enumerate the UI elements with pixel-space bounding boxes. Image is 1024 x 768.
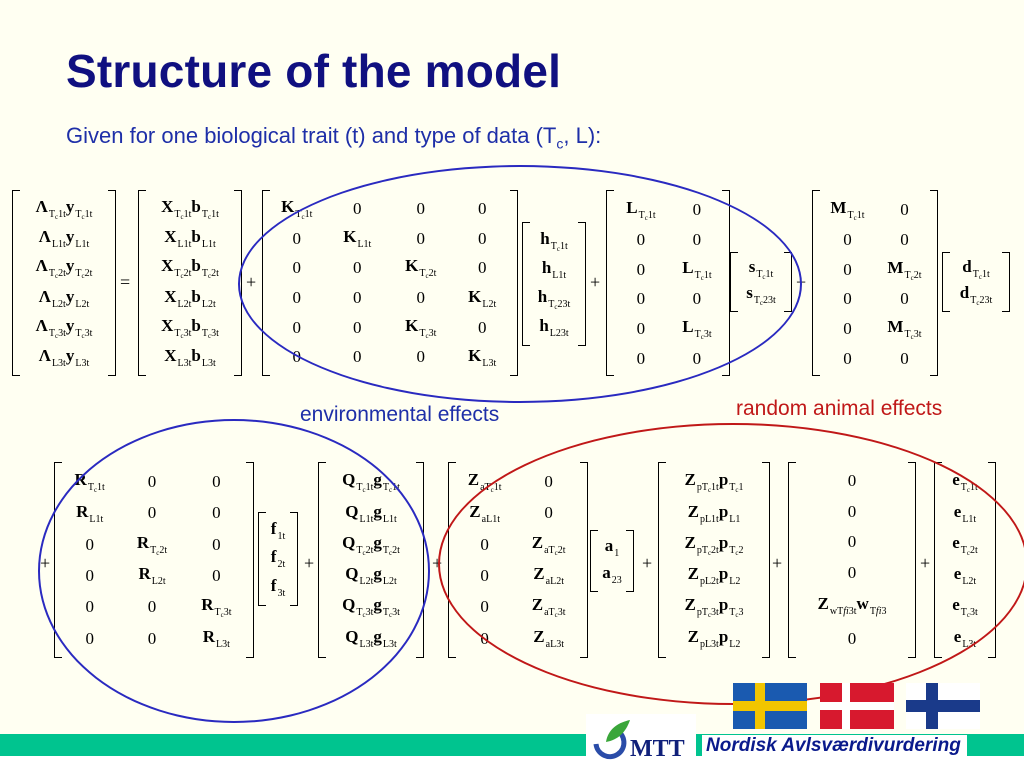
matrix-cell: ΛL1tyL1t <box>38 227 90 251</box>
matrix-cell: 0 <box>843 289 852 309</box>
matrix-cell: ΛTc3tyTc3t <box>35 315 93 340</box>
page-subtitle: Given for one biological trait (t) and t… <box>66 123 602 152</box>
matrix-cell: MTc1t <box>830 198 865 223</box>
matrix-cell: XTc2tbTc2t <box>161 256 219 281</box>
left-bracket <box>812 190 820 376</box>
left-bracket <box>942 252 950 312</box>
equals-sign: = <box>120 272 131 292</box>
matrix-cell: ΛTc1tyTc1t <box>35 197 93 222</box>
right-bracket <box>1002 252 1010 312</box>
mtt-logo-text: MTT <box>630 736 685 762</box>
page-title: Structure of the model <box>66 45 562 97</box>
footer-org-name: Nordisk Avlsværdivurdering <box>702 735 967 757</box>
left-bracket <box>12 190 20 376</box>
denmark-flag <box>820 683 894 729</box>
random-animal-effects-label: random animal effects <box>736 397 943 420</box>
matrix-cell: dTc23t <box>959 283 993 307</box>
random-animal-effects-ellipse <box>438 423 1024 705</box>
mtt-logo: MTT <box>586 714 696 768</box>
right-bracket <box>930 190 938 376</box>
matrix-cell: XL2tbL2t <box>164 286 216 310</box>
matrix-cell: MTc3t <box>887 316 922 341</box>
matrix-cell: 0 <box>843 229 852 249</box>
matrix-cell: 0 <box>900 348 909 368</box>
finland-flag <box>906 683 980 729</box>
matrix-cell: 0 <box>843 259 852 279</box>
matrix-cell: ΛL3tyL3t <box>38 345 90 369</box>
matrix-cell: XL1tbL1t <box>164 227 216 251</box>
footer-strip <box>0 756 1024 768</box>
right-bracket <box>108 190 116 376</box>
matrix-cell: 0 <box>843 348 852 368</box>
matrix-cell: 0 <box>900 200 909 220</box>
matrix-cell: 0 <box>900 289 909 309</box>
plus-sign: + <box>432 553 443 573</box>
matrix-cell: ΛL2tyL2t <box>38 286 90 310</box>
matrix-cell: dTc1t <box>962 257 990 281</box>
matrix-cell: 0 <box>843 318 852 338</box>
matrix-cell: XTc3tbTc3t <box>161 315 219 340</box>
environmental-effects-label: environmental effects <box>300 403 500 426</box>
environmental-effects-ellipse-top <box>238 165 802 403</box>
matrix-cell: XTc1tbTc1t <box>161 197 219 222</box>
left-bracket <box>138 190 146 376</box>
sweden-flag <box>733 683 807 729</box>
matrix-cell: 0 <box>900 229 909 249</box>
matrix-cell: ΛTc2tyTc2t <box>35 256 93 281</box>
matrix-cell: MTc2t <box>887 257 922 282</box>
matrix-cell: XL3tbL3t <box>164 345 216 369</box>
environmental-effects-ellipse-bottom <box>38 419 430 723</box>
